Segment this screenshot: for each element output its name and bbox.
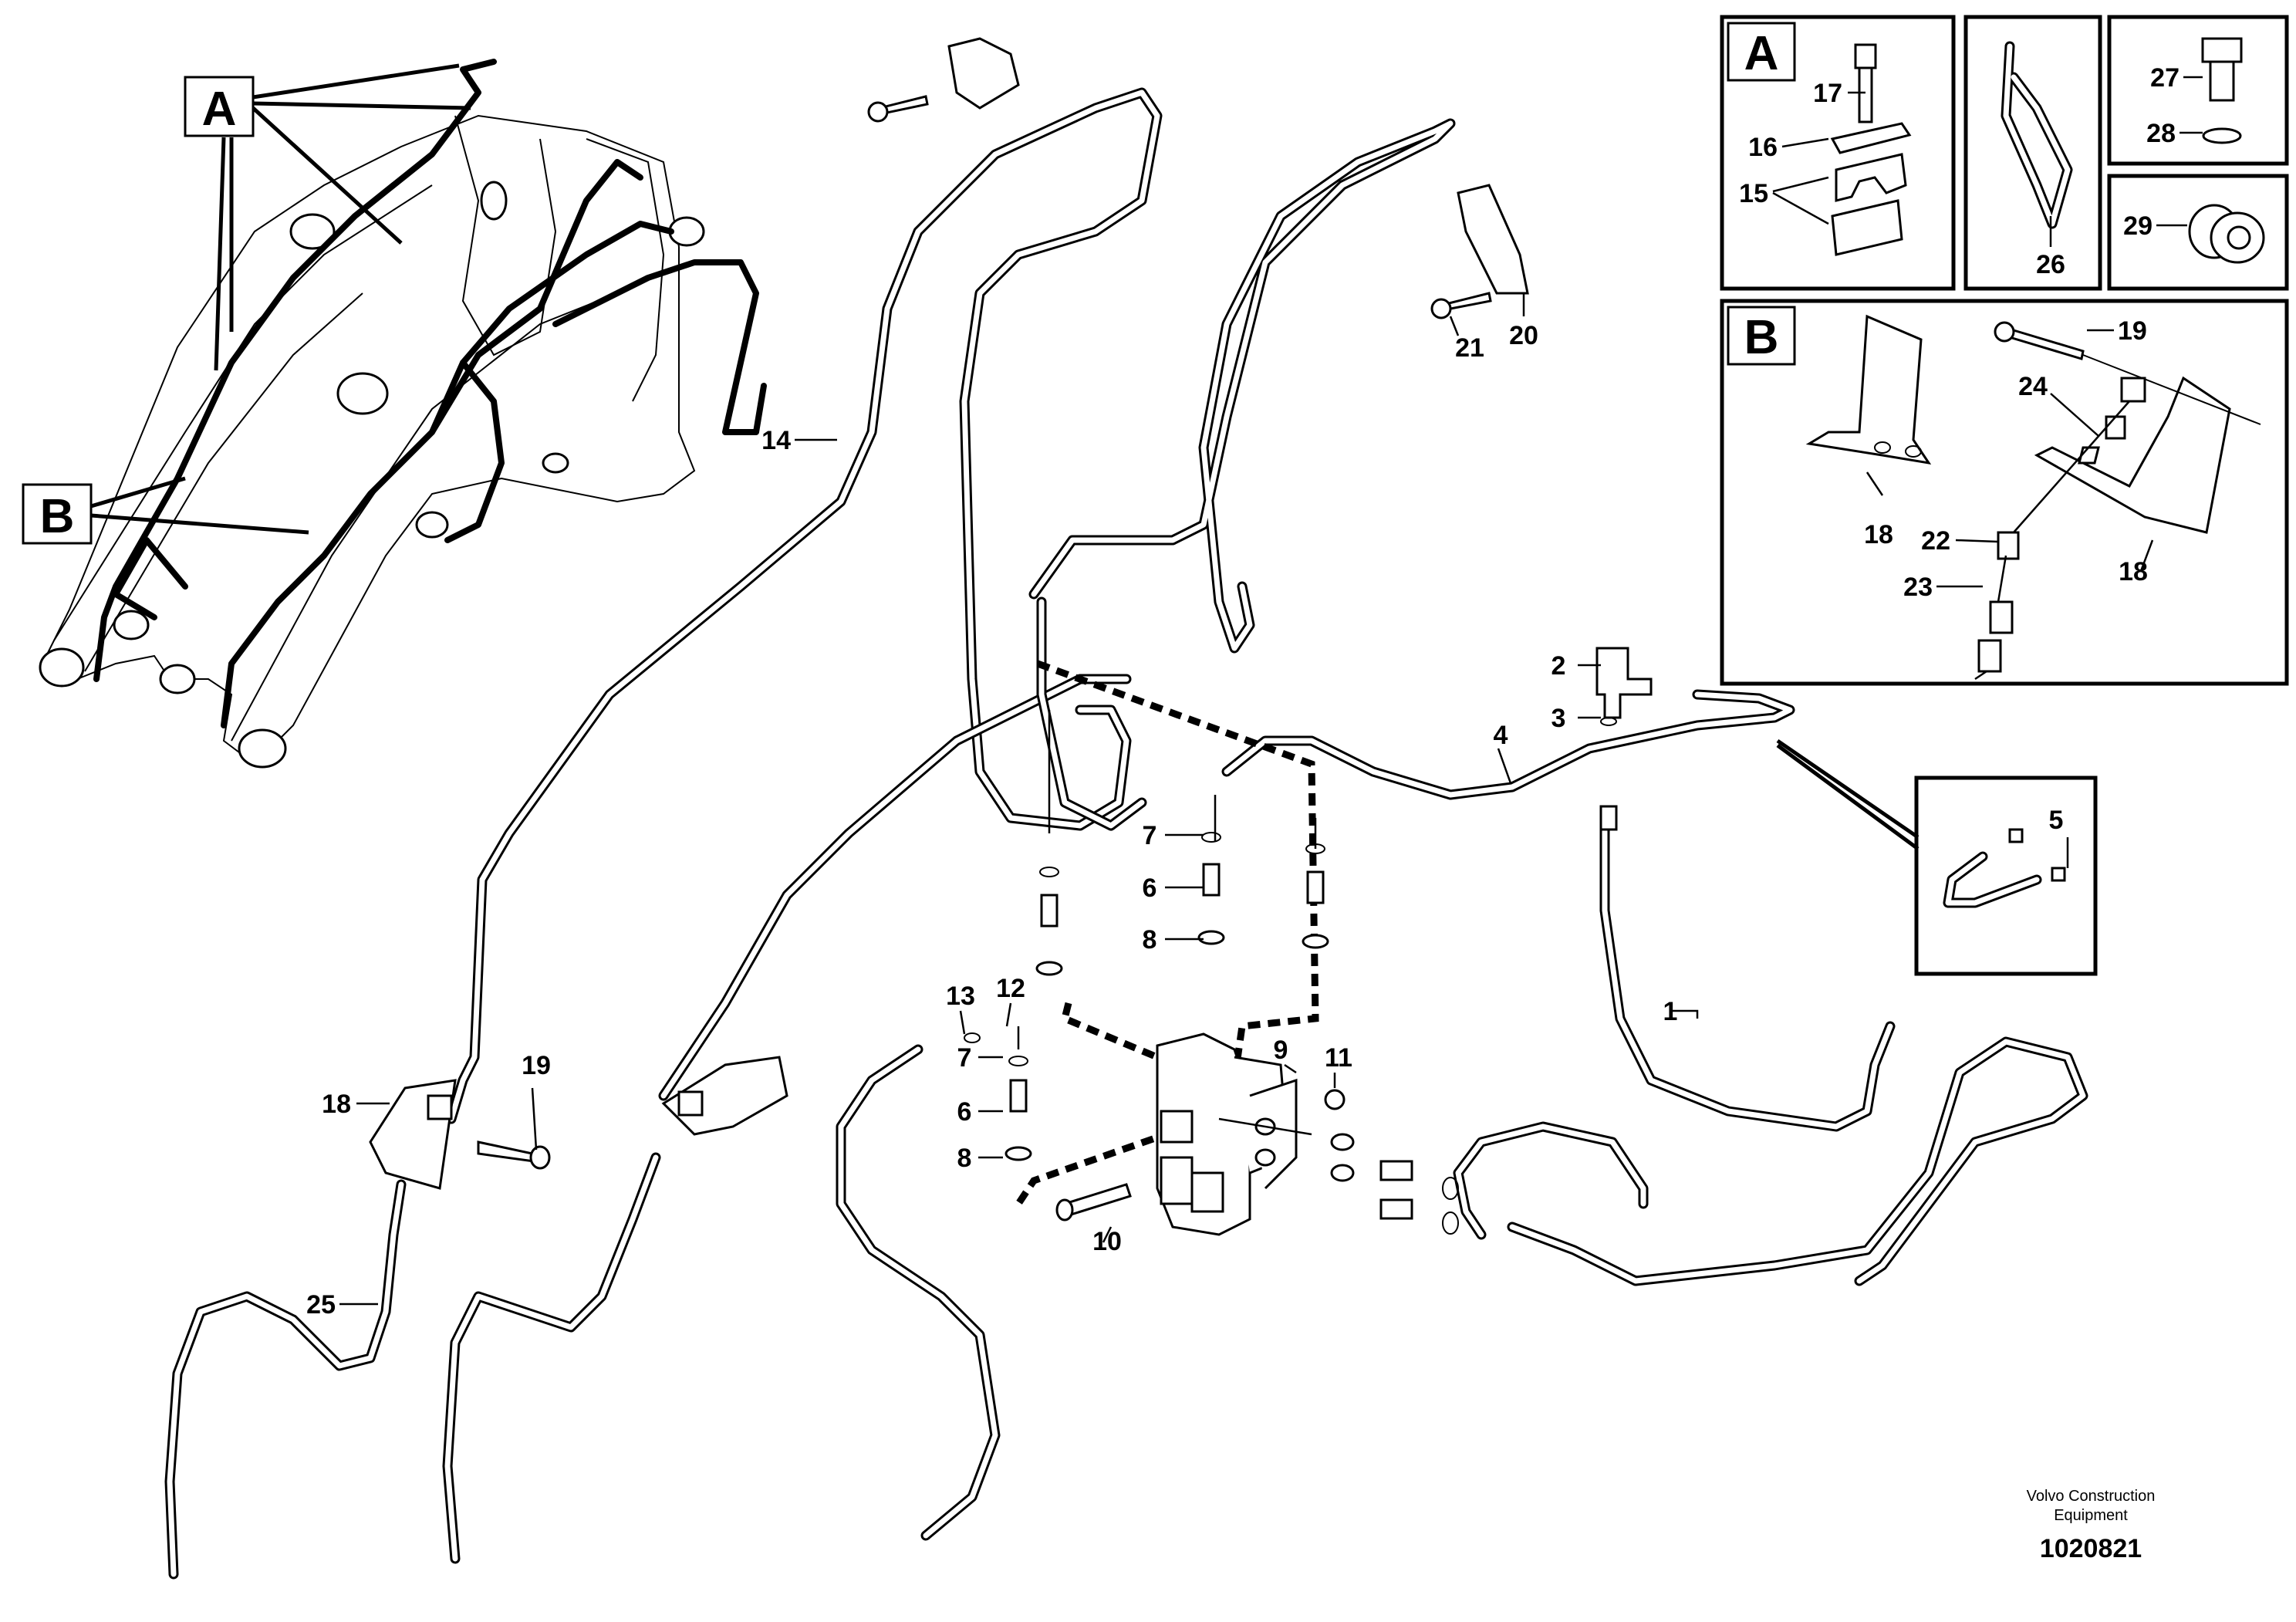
- callout-1: 1: [1663, 997, 1678, 1026]
- callout-4: 4: [1494, 721, 1508, 750]
- detail-panel-a: A: [1720, 15, 1956, 291]
- callout-26: 26: [2036, 250, 2065, 279]
- callout-5: 5: [2049, 806, 2064, 835]
- callout-20: 20: [1509, 321, 1538, 350]
- callout-3: 3: [1551, 704, 1566, 733]
- detail-tag-a-text: A: [202, 83, 237, 136]
- detail-tag-b: B: [22, 476, 309, 545]
- detail-tag-b-text: B: [40, 490, 75, 543]
- callout-11: 11: [1325, 1043, 1352, 1073]
- footer-block: Volvo Construction Equipment 1020821: [2027, 1488, 2156, 1563]
- hose-14: [446, 87, 1163, 1124]
- pipe-right-long: [1507, 1036, 2088, 1286]
- callout-leaders: [339, 76, 2203, 1306]
- hose-lower-middle: [442, 1152, 661, 1564]
- detail-panel-cable-tie: [1963, 15, 2102, 291]
- callout-18-detail-right: 18: [2119, 557, 2148, 586]
- detail-panel-a-title: A: [1744, 27, 1779, 80]
- callout-15: 15: [1739, 179, 1768, 208]
- callout-10: 10: [1092, 1227, 1122, 1256]
- hose-block-right: [1453, 1121, 1649, 1240]
- callout-9: 9: [1274, 1036, 1288, 1065]
- washers-and-adapters: [1324, 1089, 1459, 1235]
- callout-19-lower: 19: [522, 1051, 551, 1080]
- callout-6-upper: 6: [1143, 874, 1157, 903]
- callout-14: 14: [761, 426, 791, 455]
- callout-6-lower: 6: [957, 1097, 972, 1127]
- detail-cable-tie-5: [1776, 738, 2098, 976]
- detail-panel-b-title: B: [1744, 311, 1779, 364]
- callout-23: 23: [1903, 573, 1933, 602]
- detail-panel-b: B: [1720, 299, 2289, 686]
- callout-18-lower: 18: [322, 1090, 351, 1119]
- pipe-long-upper: [1028, 118, 1456, 654]
- bracket-top-left: [867, 37, 1020, 123]
- callout-27: 27: [2150, 63, 2180, 93]
- hose-25: [164, 1179, 407, 1580]
- detail-panel-grommet-29: [2107, 174, 2289, 291]
- callout-16: 16: [1748, 133, 1778, 162]
- detail-panel-plug-27-28: [2107, 15, 2289, 166]
- callout-17: 17: [1813, 79, 1842, 108]
- callout-22: 22: [1921, 526, 1950, 556]
- footer-maker-line2: Equipment: [2054, 1507, 2128, 1524]
- pipe-4: [1221, 689, 1795, 800]
- footer-maker-line1: Volvo Construction: [2027, 1488, 2156, 1505]
- callout-21: 21: [1455, 333, 1484, 363]
- footer-drawing-number: 1020821: [2040, 1534, 2142, 1563]
- callout-18-detail-left: 18: [1864, 520, 1893, 549]
- callout-25: 25: [306, 1290, 336, 1320]
- callout-28: 28: [2146, 119, 2176, 148]
- callout-12: 12: [996, 974, 1025, 1003]
- hose-lower-right-long: [836, 1044, 1001, 1541]
- bracket-20: [1430, 184, 1529, 319]
- callout-13: 13: [946, 982, 975, 1011]
- valve-block-9: [1064, 1032, 1312, 1236]
- pipe-to-block-left: [658, 674, 1132, 1101]
- callout-7-lower: 7: [957, 1043, 972, 1073]
- callout-29: 29: [2123, 211, 2152, 241]
- callout-8-lower: 8: [957, 1144, 972, 1173]
- bolt-10: [1055, 1183, 1132, 1222]
- detail-tag-a: A: [184, 63, 471, 371]
- fitting-stacks: [964, 710, 1329, 1161]
- callout-2: 2: [1551, 651, 1566, 681]
- callout-7-upper: 7: [1143, 821, 1157, 850]
- callout-19-detail: 19: [2118, 316, 2147, 346]
- bracket-18-lower: [369, 1079, 551, 1190]
- t-fitting-2: [1595, 647, 1653, 831]
- callout-8-upper: 8: [1143, 925, 1157, 955]
- callout-24: 24: [2018, 372, 2048, 401]
- hose-1: [1599, 820, 1896, 1132]
- loader-arm-illustration: [39, 59, 767, 769]
- callout-numbers: 1 2 3 4 5 6 6 7 7 8 8 9 10 11 12 13 14 1…: [306, 63, 2180, 1320]
- bracket-lower-middle: [661, 1056, 788, 1136]
